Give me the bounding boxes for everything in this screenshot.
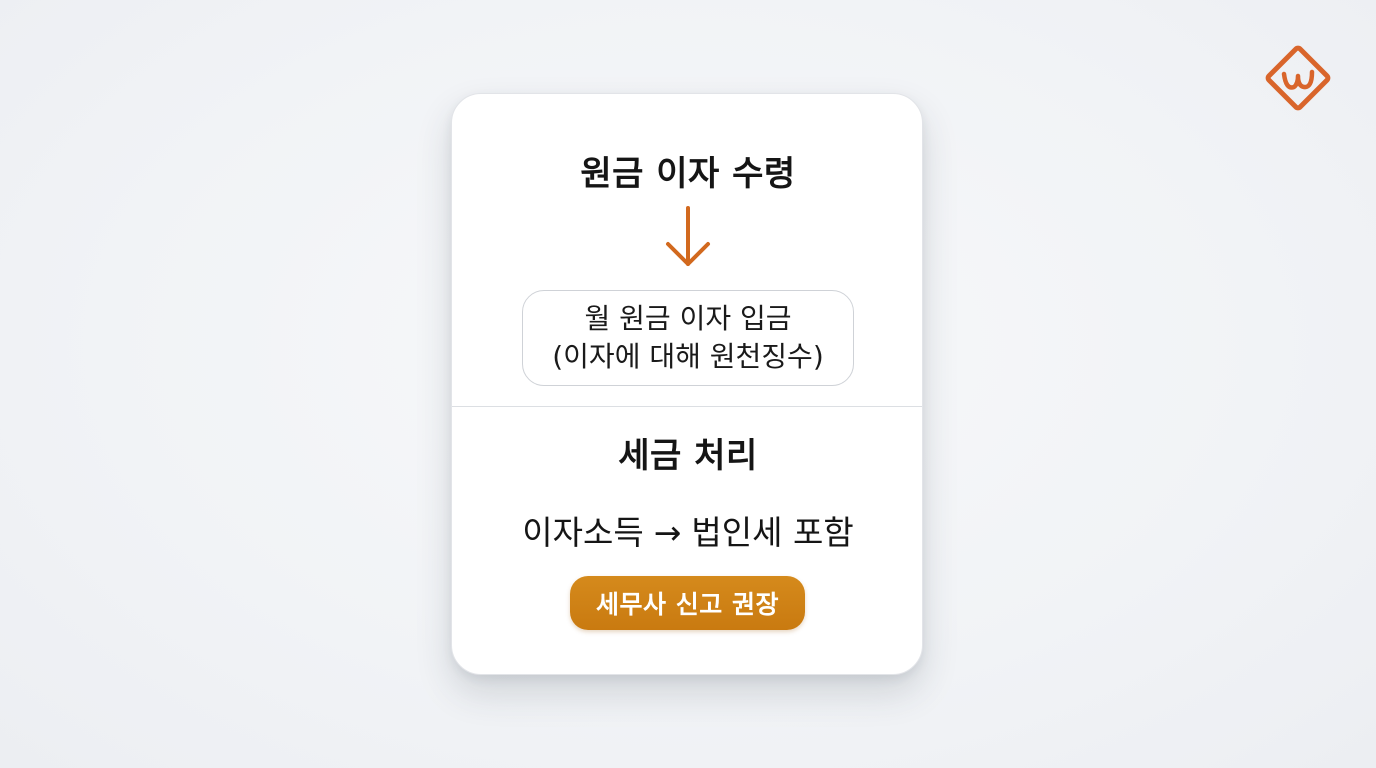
- tax-accountant-badge: 세무사 신고 권장: [570, 576, 805, 630]
- section-divider: [452, 406, 922, 407]
- tax-flow-line: 이자소득→법인세 포함: [0, 506, 1376, 554]
- monthly-deposit-box: 월 원금 이자 입금 (이자에 대해 원천징수): [522, 290, 854, 386]
- interest-income-label: 이자소득: [522, 513, 644, 552]
- deposit-line-1: 월 원금 이자 입금: [584, 302, 792, 335]
- down-arrow-icon: [666, 206, 710, 266]
- corporate-tax-label: 법인세 포함: [691, 513, 854, 552]
- diamond-w-logo-icon: [1265, 45, 1331, 111]
- principal-interest-title: 원금 이자 수령: [580, 154, 796, 194]
- tax-processing-title: 세금 처리: [618, 436, 758, 476]
- deposit-line-2: (이자에 대해 원천징수): [552, 340, 824, 373]
- right-arrow-icon: →: [653, 513, 682, 552]
